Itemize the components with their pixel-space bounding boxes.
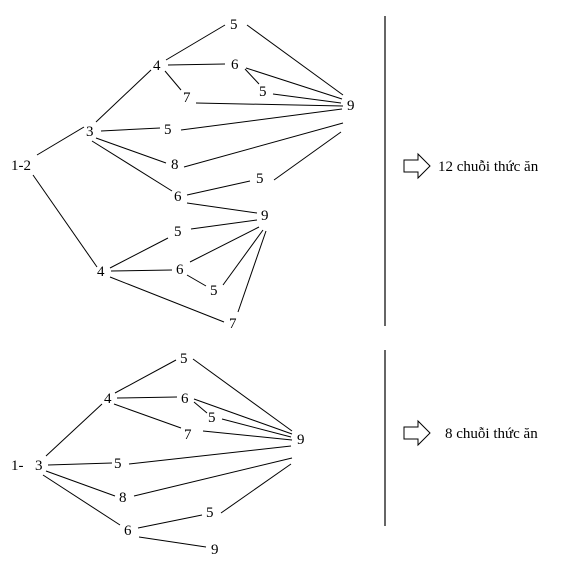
edge <box>114 359 177 394</box>
node-4: 4 <box>104 391 112 407</box>
edge <box>195 102 344 107</box>
node-5: 5 <box>164 122 172 138</box>
node-3: 3 <box>86 124 94 140</box>
node-6: 6 <box>176 262 184 278</box>
edge <box>138 536 207 548</box>
edge <box>189 226 260 263</box>
edge <box>133 457 293 497</box>
result-text: 12 chuỗi thức ăn <box>438 159 539 175</box>
node-6: 6 <box>174 189 182 205</box>
edge <box>222 229 264 286</box>
edge <box>193 398 293 435</box>
edge <box>113 403 182 429</box>
node-5: 5 <box>259 84 267 100</box>
edge <box>95 69 152 123</box>
edge <box>42 474 121 526</box>
edge <box>186 180 251 196</box>
diagram-2-nodes: 1- 3 4 5 6 5 7 9 5 8 6 5 9 <box>11 351 305 558</box>
node-8: 8 <box>119 490 127 506</box>
node-9: 9 <box>347 98 355 114</box>
node-5: 5 <box>206 505 214 521</box>
edge <box>273 131 342 181</box>
edge <box>45 470 116 497</box>
edge <box>95 137 167 164</box>
node-5: 5 <box>114 456 122 472</box>
edge <box>110 269 173 272</box>
node-9: 9 <box>261 208 269 224</box>
node-5: 5 <box>256 171 264 187</box>
right-arrow-icon <box>403 152 431 180</box>
node-9: 9 <box>211 542 219 558</box>
edge <box>100 127 161 132</box>
edge <box>91 140 173 192</box>
node-6: 6 <box>124 523 132 539</box>
result-text: 8 chuỗi thức ăn <box>445 426 538 442</box>
edge <box>109 276 225 323</box>
edge <box>272 93 342 104</box>
edge <box>183 122 344 168</box>
edge <box>109 237 169 269</box>
edge <box>180 108 343 131</box>
node-7: 7 <box>229 316 237 332</box>
edge <box>186 274 207 287</box>
edge <box>220 463 292 514</box>
node-5: 5 <box>180 351 188 367</box>
node-9: 9 <box>297 432 305 448</box>
node-6: 6 <box>181 391 189 407</box>
edge <box>190 219 258 230</box>
right-arrow-icon <box>403 419 431 447</box>
food-web-diagram-2: 1- 3 4 5 6 5 7 9 5 8 6 5 9 8 chuỗi thức … <box>11 350 538 558</box>
diagram-2-edges <box>42 358 293 548</box>
result-arrow-2: 8 chuỗi thức ăn <box>403 419 538 447</box>
node-6: 6 <box>231 57 239 73</box>
edge <box>45 403 103 457</box>
result-arrow-1: 12 chuỗi thức ăn <box>403 152 539 180</box>
edge <box>165 24 226 61</box>
root-node-label: 1-2 <box>11 158 31 174</box>
node-4: 4 <box>97 264 105 280</box>
node-5: 5 <box>210 283 218 299</box>
edge <box>202 430 293 441</box>
node-5: 5 <box>230 17 238 33</box>
edge <box>128 445 292 465</box>
edge <box>36 126 85 156</box>
edge <box>164 70 182 91</box>
edge <box>192 358 293 432</box>
node-8: 8 <box>171 157 179 173</box>
edge <box>167 63 226 66</box>
node-5: 5 <box>208 410 216 426</box>
node-7: 7 <box>184 427 192 443</box>
edge <box>245 67 343 100</box>
edge <box>47 462 113 466</box>
diagram-1-edges <box>32 24 344 323</box>
edge <box>221 418 292 438</box>
edge <box>116 396 178 399</box>
node-3: 3 <box>35 458 43 474</box>
edge <box>186 202 258 214</box>
node-5: 5 <box>174 224 182 240</box>
food-web-diagram-1: 1-2 3 4 5 6 5 7 9 5 8 6 5 9 4 5 6 5 7 12… <box>11 16 539 332</box>
edge <box>137 514 203 529</box>
node-4: 4 <box>153 58 161 74</box>
edge <box>244 68 260 85</box>
edge <box>246 24 344 96</box>
edge <box>237 230 267 313</box>
root-node-label: 1- <box>11 458 24 474</box>
node-7: 7 <box>183 90 191 106</box>
diagram-1-nodes: 1-2 3 4 5 6 5 7 9 5 8 6 5 9 4 5 6 5 7 <box>11 17 355 332</box>
edge <box>32 174 98 268</box>
edge <box>193 401 208 414</box>
